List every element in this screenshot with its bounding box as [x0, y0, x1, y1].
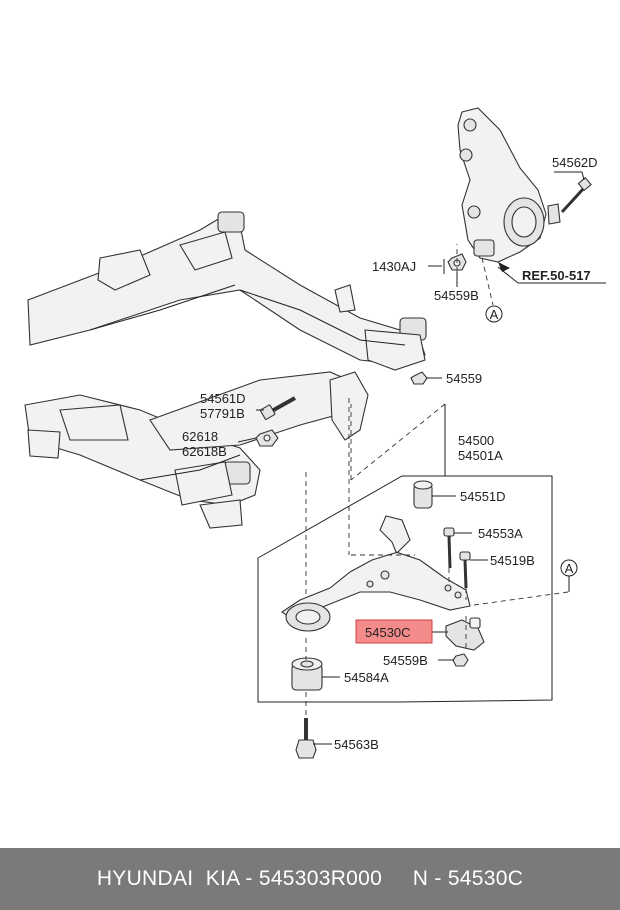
label-57791B: 57791B — [200, 406, 245, 421]
footer-bar: HYUNDAI KIA - 545303R000 N - 54530C — [0, 848, 620, 910]
label-ref: REF.50-517 — [522, 268, 591, 283]
label-54551D: 54551D — [460, 489, 506, 504]
part-labels: 54562D 1430AJ 54559B REF.50-517 54559 54… — [182, 155, 598, 752]
ball-joint-54530C — [445, 617, 485, 667]
guide-lines — [305, 244, 569, 716]
circle-a-bottom: A — [560, 559, 578, 592]
svg-text:A: A — [490, 307, 499, 322]
bushing-54584A — [291, 657, 323, 691]
label-1430AJ: 1430AJ — [372, 259, 416, 274]
label-54584A: 54584A — [344, 670, 389, 685]
parts-diagram: A A 54562D 1430AJ 54559B REF.50-517 5455… — [24, 107, 606, 759]
label-54561D: 54561D — [200, 391, 246, 406]
svg-text:A: A — [565, 561, 574, 576]
leader-lines — [237, 171, 606, 745]
label-54501A: 54501A — [458, 448, 503, 463]
label-54559: 54559 — [446, 371, 482, 386]
label-54562D: 54562D — [552, 155, 598, 170]
ref-arrow — [498, 262, 510, 272]
bolt-54561D — [259, 396, 296, 420]
subframe — [24, 211, 427, 529]
circle-a-top: A — [485, 305, 503, 323]
bolt-54563B — [295, 718, 317, 759]
bolt-54553A — [443, 527, 455, 569]
steering-knuckle — [457, 107, 561, 263]
label-54559B-bottom: 54559B — [383, 653, 428, 668]
nut-54559 — [410, 371, 428, 385]
label-54530C: 54530C — [365, 625, 411, 640]
label-62618: 62618 — [182, 429, 218, 444]
footer-text: HYUNDAI KIA - 545303R000 N - 54530C — [96, 867, 524, 890]
lower-control-arm — [257, 475, 553, 703]
label-62618B: 62618B — [182, 444, 227, 459]
highlight-box — [355, 619, 433, 644]
label-54500: 54500 — [458, 433, 494, 448]
label-54519B: 54519B — [490, 553, 535, 568]
label-54563B: 54563B — [334, 737, 379, 752]
bolt-54562D — [560, 176, 592, 214]
bolt-54519B — [459, 551, 471, 589]
label-54559B-top: 54559B — [434, 288, 479, 303]
label-54553A: 54553A — [478, 526, 523, 541]
